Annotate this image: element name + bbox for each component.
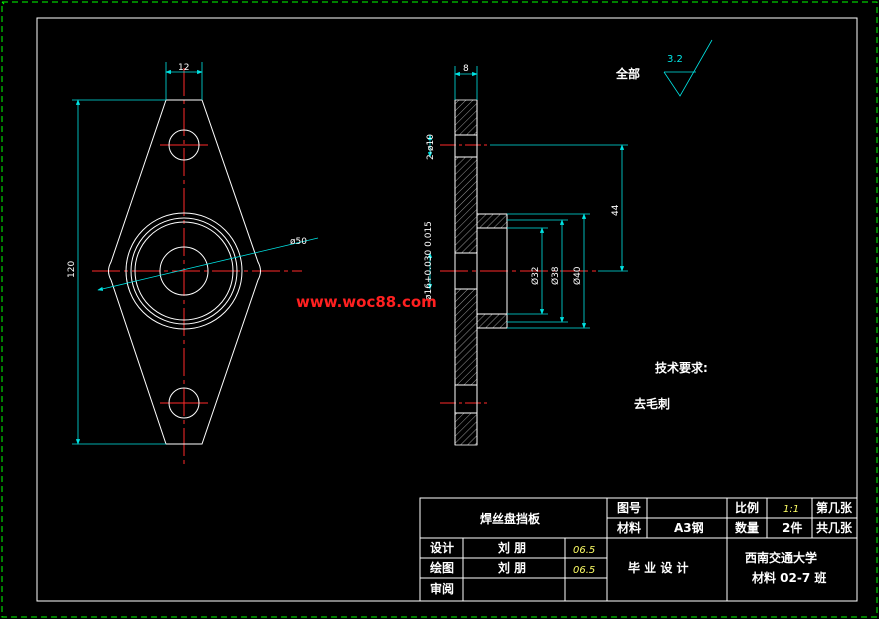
bolt-hole-top [168,129,200,161]
material-label: 材料 [616,520,641,535]
dim-offset-44: 44 [611,204,621,216]
title-block: 焊丝盘挡板 图号 材料 A3钢 比例 1:1 第几张 数量 2件 共几张 设计 … [419,497,858,602]
tech-requirements-heading: 技术要求: [655,360,708,375]
dim-bore-tolerance: ø16+0.030 0.015 [424,221,434,300]
draft-name: 刘 朋 [498,560,526,575]
scale-value: 1:1 [783,504,799,515]
watermark-text: www.woc88.com [296,293,437,311]
flange-outline [108,99,261,445]
design-date: 06.5 [573,545,595,556]
bolt-hole-bottom [168,387,200,419]
quantity-label: 数量 [735,520,759,535]
dim-holes-2-10: 2-ø10 [426,134,436,160]
roughness-value: 3.2 [667,54,683,65]
dim-width-12: 12 [178,63,189,73]
design-name: 刘 朋 [498,540,526,555]
total-sheets-label: 共几张 [816,520,853,535]
project-title: 毕 业 设 计 [628,560,689,575]
bore-circle [159,246,209,296]
scale-label: 比例 [735,500,759,515]
hub-outer-circle [125,212,243,330]
class-name: 材料 02-7 班 [751,570,826,585]
draft-label: 绘图 [430,560,454,575]
sheet-no-label: 第几张 [816,500,853,515]
part-name: 焊丝盘挡板 [480,511,541,526]
review-label: 审阅 [430,581,454,596]
front-view: 12 120 ø50 [67,62,319,468]
tech-requirements-item: 去毛刺 [634,396,670,411]
design-label: 设计 [430,540,454,555]
roughness-label: 全部 [615,66,640,81]
dim-dia-38: Ø38 [550,266,561,285]
dim-thickness-8: 8 [463,64,469,74]
drawing-no-label: 图号 [617,500,641,515]
dim-dia-50: ø50 [290,237,307,247]
school-name: 西南交通大学 [745,550,817,565]
dim-dia-32: Ø32 [530,266,541,285]
dim-dia-40: Ø40 [572,266,583,285]
material-value: A3钢 [674,520,704,535]
dim-height-120: 120 [67,261,77,278]
surface-roughness-symbol: 全部 3.2 [615,39,713,97]
draft-date: 06.5 [573,565,595,576]
side-view-section: 8 2-ø10 ø16+0.030 0.015 44 Ø32 Ø38 Ø40 [424,64,628,446]
quantity-value: 2件 [782,520,802,535]
